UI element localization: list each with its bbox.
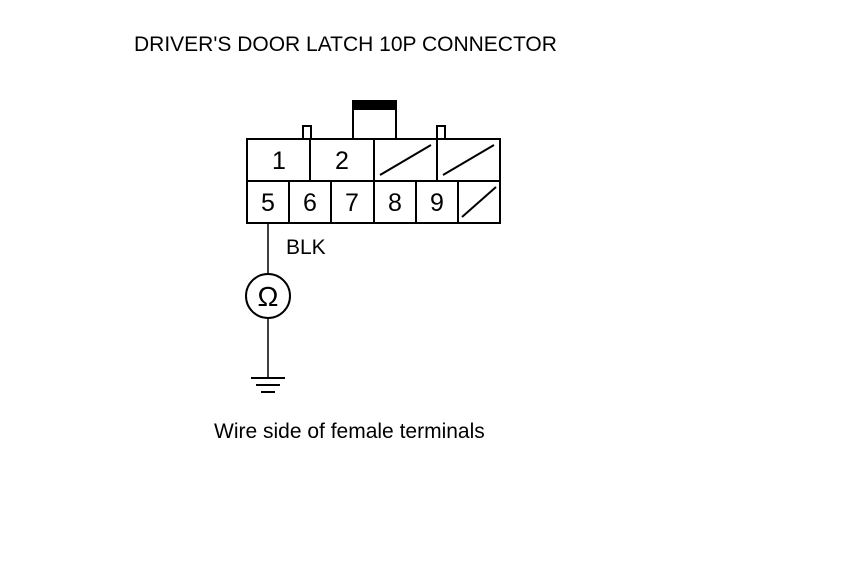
connector-guide-tab-left	[302, 125, 312, 140]
terminal-5: 5	[261, 189, 275, 217]
wire-color-label: BLK	[286, 236, 326, 259]
terminal-1: 1	[272, 147, 286, 175]
terminal-8: 8	[388, 189, 402, 217]
terminal-2: 2	[335, 147, 349, 175]
terminal-9: 9	[430, 189, 444, 217]
unused-cavity-10	[461, 186, 497, 218]
unused-cavity-3	[379, 144, 432, 176]
terminal-6: 6	[303, 189, 317, 217]
ground-icon	[251, 377, 285, 393]
ohm-symbol: Ω	[258, 281, 279, 312]
connector-lock-bar	[353, 101, 396, 110]
connector-body	[246, 138, 501, 224]
unused-cavity-4	[442, 144, 495, 176]
connector-guide-tab-right	[436, 125, 446, 140]
diagram-caption: Wire side of female terminals	[214, 420, 485, 443]
terminal-7: 7	[345, 189, 359, 217]
diagram-title: DRIVER'S DOOR LATCH 10P CONNECTOR	[134, 33, 557, 56]
